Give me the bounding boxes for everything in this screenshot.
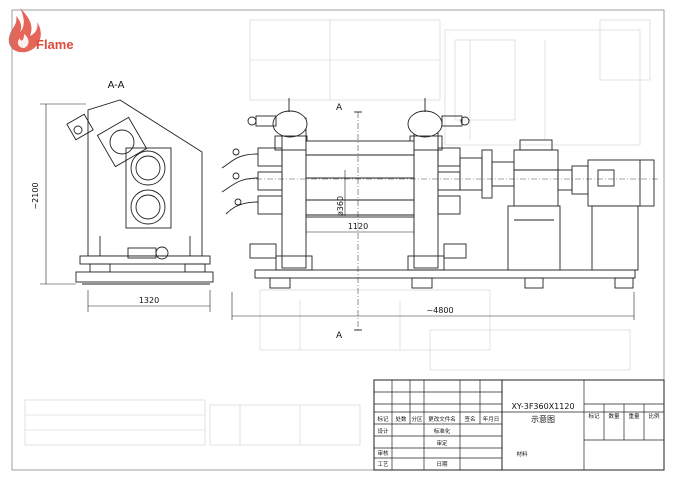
right-header: 标记 — [588, 412, 600, 420]
overall-length-dim: ~4800 — [426, 306, 453, 315]
row-header: 更改文件名 — [428, 415, 456, 423]
title-block-left-labels: 设计 审核 工艺 — [377, 427, 389, 468]
drawing-border — [11, 9, 665, 471]
section-height-dim: ~2100 — [31, 182, 40, 209]
brand-name: Flame — [36, 37, 74, 52]
section-width-dim: 1320 — [139, 296, 159, 305]
right-header: 比例 — [648, 412, 660, 420]
right-header: 数量 — [608, 412, 620, 420]
section-mark-top: A — [336, 103, 343, 113]
flame-logo: Flame — [4, 4, 94, 56]
right-header: 重量 — [628, 412, 640, 420]
title-block-right-headers: 标记 数量 重量 比例 — [588, 412, 660, 420]
row-header: 年月日 — [483, 415, 500, 423]
title-block — [373, 379, 665, 471]
flame-icon — [8, 8, 41, 53]
row-header: 处数 — [395, 415, 407, 423]
left-label: 工艺 — [377, 461, 389, 468]
background-ghost-lines — [24, 19, 651, 446]
roll-length-dim: 1120 — [348, 222, 368, 231]
roll-diameter-dim: ø360 — [336, 196, 345, 216]
section-view-dims — [40, 103, 211, 312]
row-header: 分区 — [411, 415, 423, 423]
section-view — [66, 99, 214, 285]
main-view-dims — [231, 170, 635, 320]
section-label: A-A — [108, 80, 125, 91]
row-header: 标记 — [377, 415, 389, 423]
left-label: 设计 — [377, 427, 389, 435]
mid-label: 审定 — [436, 439, 448, 447]
row-header: 签名 — [464, 415, 475, 423]
section-mark-bottom: A — [336, 331, 343, 341]
main-view — [221, 98, 660, 331]
model-number: XY-3F360X1120 — [511, 402, 574, 411]
mid-label: 标准化 — [434, 427, 451, 435]
title-block-row-headers: 标记 处数 分区 更改文件名 签名 年月日 — [377, 415, 499, 423]
drawing-name: 示意图 — [531, 414, 555, 424]
material-label: 材料 — [516, 450, 528, 458]
mid-label: 日期 — [436, 461, 448, 468]
left-label: 审核 — [377, 449, 389, 457]
title-block-mid-labels: 标准化 审定 日期 — [434, 427, 451, 468]
